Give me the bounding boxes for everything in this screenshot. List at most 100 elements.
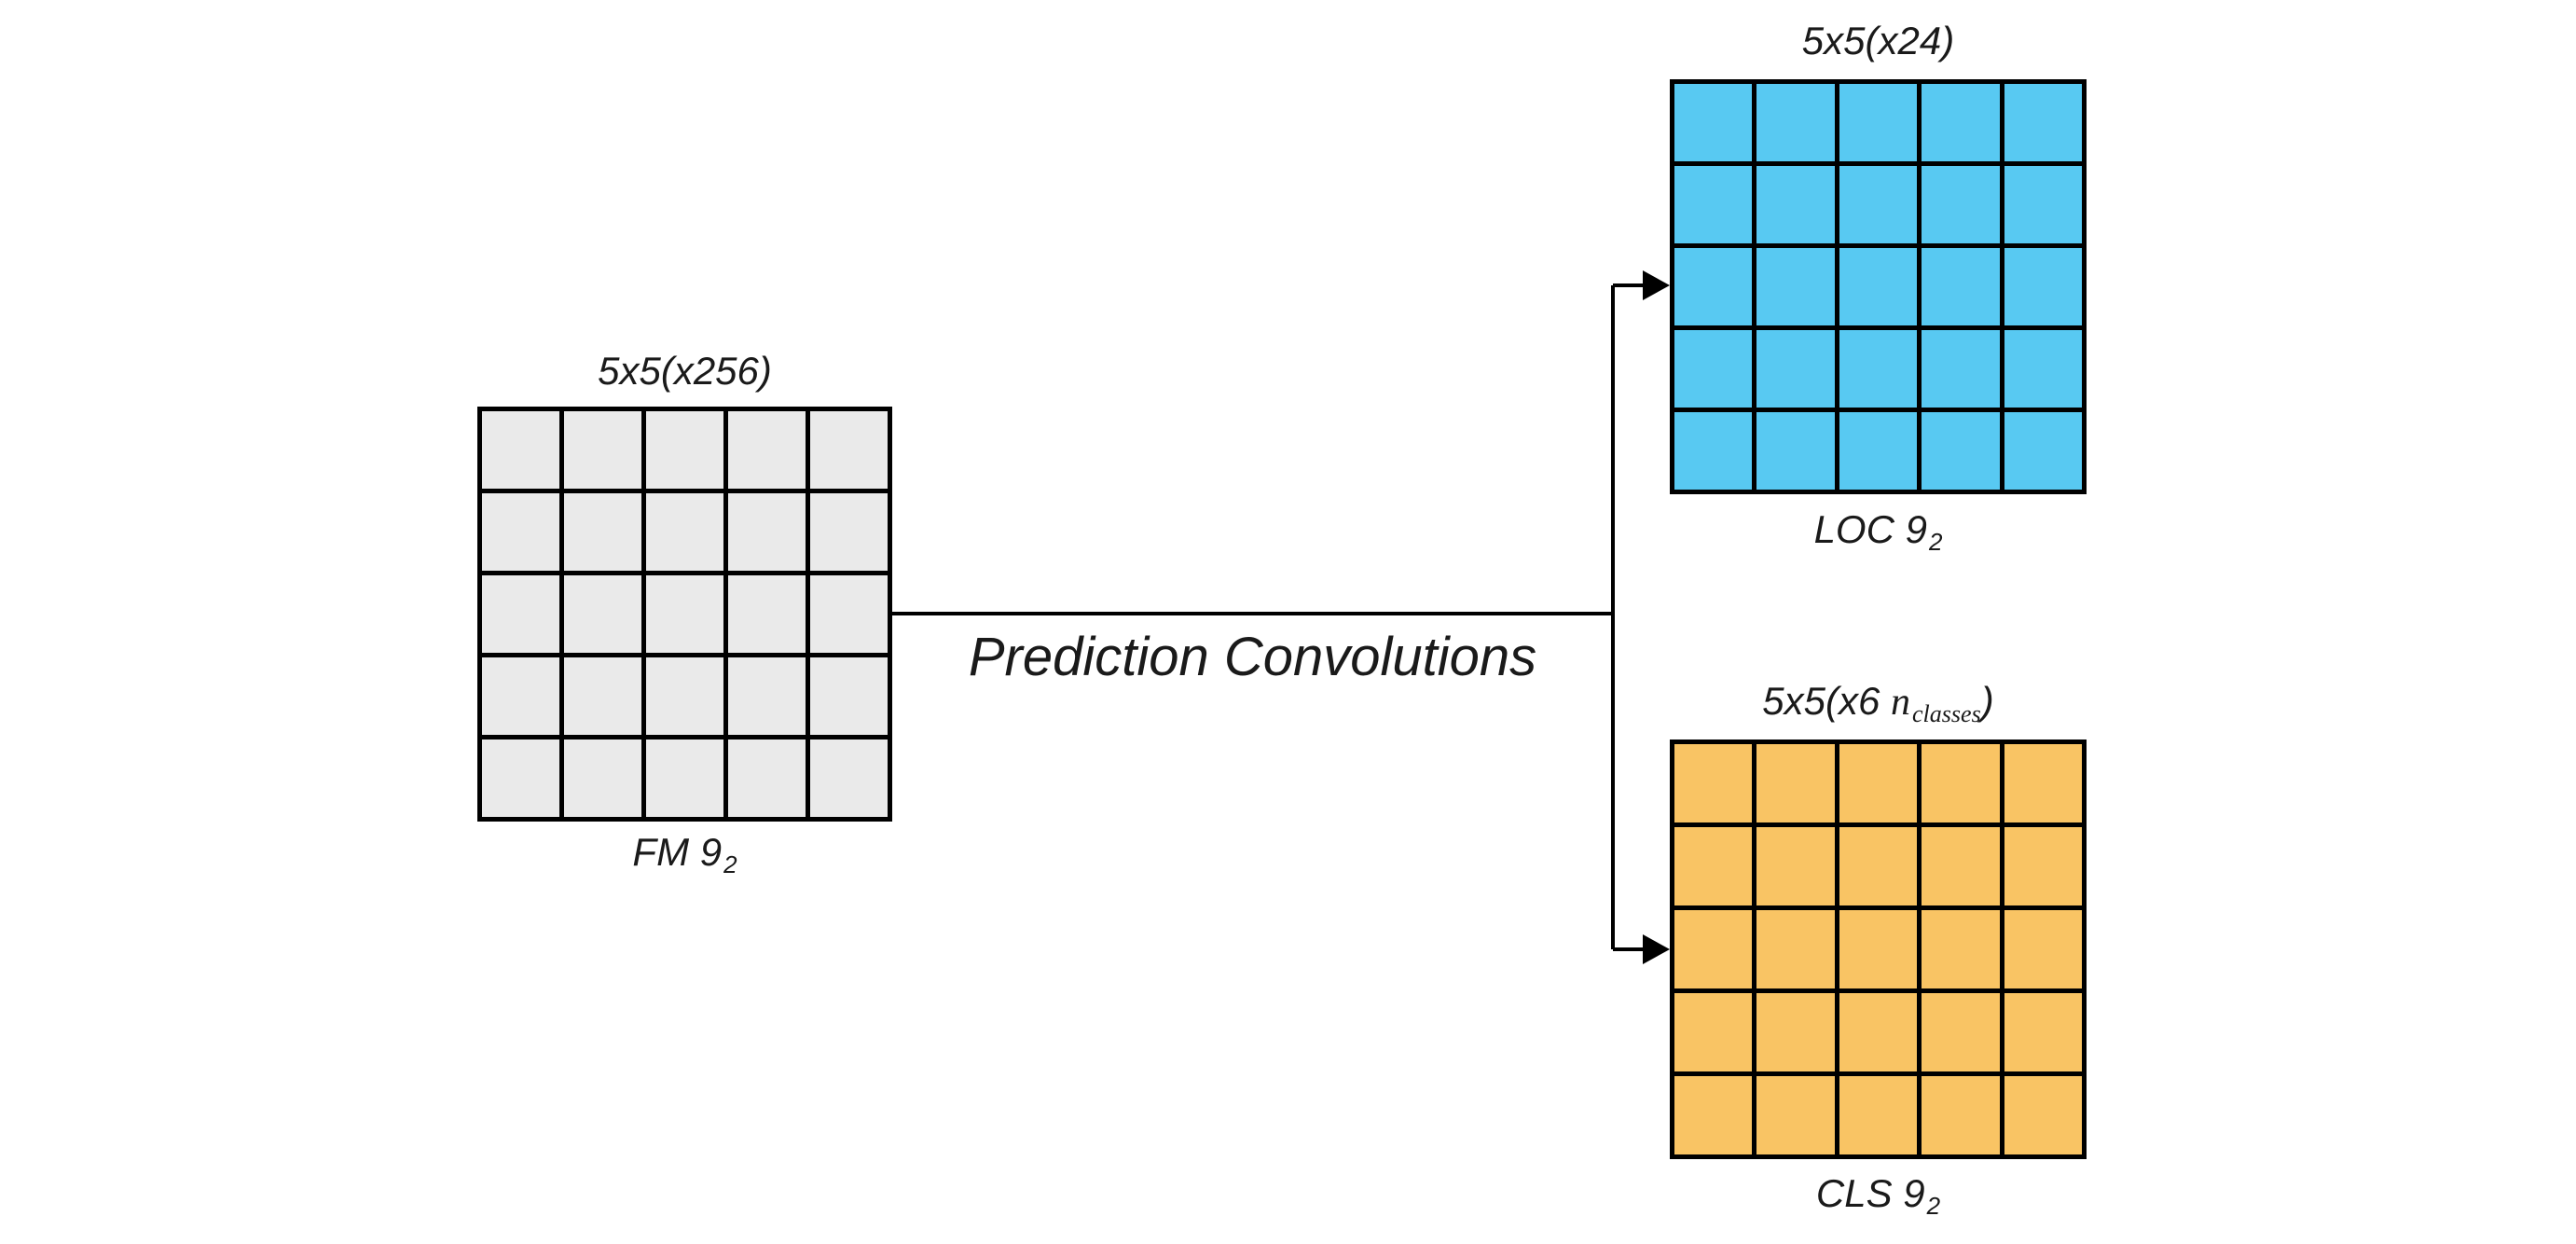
loc-top-label-text: 5x5(x24) bbox=[1801, 19, 1955, 62]
grid-cell bbox=[2004, 166, 2082, 243]
grid-cell bbox=[1756, 744, 1835, 822]
grid-cell bbox=[1922, 827, 2000, 905]
grid-cell bbox=[2004, 827, 2082, 905]
grid-cell bbox=[646, 657, 723, 735]
grid-cell bbox=[1922, 993, 2000, 1071]
grid-cell bbox=[728, 739, 806, 817]
grid-cell bbox=[2004, 412, 2082, 490]
fm-name-subscript: 2 bbox=[723, 850, 737, 879]
grid-cell bbox=[2004, 330, 2082, 408]
grid-cell bbox=[482, 575, 559, 653]
grid-cell bbox=[1839, 412, 1918, 490]
grid-cell bbox=[1756, 827, 1835, 905]
fm-top-label: 5x5(x256) bbox=[477, 347, 892, 395]
grid-cell bbox=[1674, 910, 1753, 988]
grid-cell bbox=[482, 657, 559, 735]
fm-name-text: FM 9 bbox=[632, 830, 723, 874]
grid-cell bbox=[1674, 84, 1753, 161]
grid-cell bbox=[1839, 330, 1918, 408]
grid-cell bbox=[1839, 166, 1918, 243]
loc-name-subscript: 2 bbox=[1928, 528, 1943, 557]
grid-cell bbox=[564, 657, 641, 735]
grid-cell bbox=[1839, 248, 1918, 325]
grid-cell bbox=[1756, 330, 1835, 408]
cls-name-text: CLS 9 bbox=[1815, 1171, 1925, 1215]
grid-cell bbox=[2004, 993, 2082, 1071]
grid-cell bbox=[1756, 993, 1835, 1071]
cls-top-label-variable-subscript: classes bbox=[1911, 700, 1981, 728]
grid-cell bbox=[810, 657, 888, 735]
grid-cell bbox=[1674, 330, 1753, 408]
grid-cell bbox=[564, 575, 641, 653]
grid-cell bbox=[1674, 827, 1753, 905]
grid-cell bbox=[1922, 1076, 2000, 1154]
fm-feature-map-grid bbox=[477, 407, 892, 822]
loc-prediction-grid bbox=[1670, 79, 2087, 494]
grid-cell bbox=[1922, 84, 2000, 161]
grid-cell bbox=[810, 739, 888, 817]
grid-cell bbox=[1922, 166, 2000, 243]
grid-cell bbox=[1756, 910, 1835, 988]
fm-top-label-text: 5x5(x256) bbox=[598, 349, 772, 393]
loc-top-label: 5x5(x24) bbox=[1670, 17, 2087, 65]
grid-cell bbox=[1674, 248, 1753, 325]
grid-cell bbox=[1839, 84, 1918, 161]
grid-cell bbox=[1922, 910, 2000, 988]
grid-cell bbox=[810, 493, 888, 571]
grid-cell bbox=[1922, 744, 2000, 822]
arrowhead-loc-icon bbox=[1643, 270, 1670, 300]
grid-cell bbox=[482, 411, 559, 489]
cls-top-label: 5x5(x6 nclasses) bbox=[1670, 677, 2087, 731]
grid-cell bbox=[564, 739, 641, 817]
grid-cell bbox=[2004, 1076, 2082, 1154]
grid-cell bbox=[728, 575, 806, 653]
grid-cell bbox=[1839, 744, 1918, 822]
grid-cell bbox=[1674, 1076, 1753, 1154]
grid-cell bbox=[2004, 910, 2082, 988]
arrowhead-cls-icon bbox=[1643, 934, 1670, 964]
cls-bottom-label: CLS 92 bbox=[1670, 1169, 2087, 1223]
grid-cell bbox=[1674, 993, 1753, 1071]
grid-cell bbox=[1839, 827, 1918, 905]
grid-cell bbox=[1756, 1076, 1835, 1154]
grid-cell bbox=[1756, 248, 1835, 325]
grid-cell bbox=[646, 739, 723, 817]
grid-cell bbox=[810, 575, 888, 653]
grid-cell bbox=[728, 657, 806, 735]
grid-cell bbox=[1674, 166, 1753, 243]
grid-cell bbox=[728, 493, 806, 571]
cls-top-label-variable: n bbox=[1890, 681, 1910, 724]
cls-name-subscript: 2 bbox=[1926, 1192, 1941, 1221]
grid-cell bbox=[646, 575, 723, 653]
grid-cell bbox=[2004, 248, 2082, 325]
grid-cell bbox=[1922, 412, 2000, 490]
grid-cell bbox=[1922, 330, 2000, 408]
grid-cell bbox=[1839, 993, 1918, 1071]
grid-cell bbox=[1839, 910, 1918, 988]
grid-cell bbox=[728, 411, 806, 489]
grid-cell bbox=[1674, 412, 1753, 490]
cls-top-label-post-text: ) bbox=[1980, 679, 1994, 723]
grid-cell bbox=[1756, 84, 1835, 161]
grid-cell bbox=[564, 411, 641, 489]
prediction-convolutions-label: Prediction Convolutions bbox=[968, 627, 1537, 687]
cls-top-label-pre-text: 5x5(x6 bbox=[1762, 679, 1891, 723]
grid-cell bbox=[646, 411, 723, 489]
grid-cell bbox=[482, 739, 559, 817]
loc-name-text: LOC 9 bbox=[1813, 507, 1927, 551]
loc-bottom-label: LOC 92 bbox=[1670, 505, 2087, 559]
grid-cell bbox=[1674, 744, 1753, 822]
fm-bottom-label: FM 92 bbox=[477, 828, 892, 881]
grid-cell bbox=[1922, 248, 2000, 325]
grid-cell bbox=[1756, 412, 1835, 490]
grid-cell bbox=[1756, 166, 1835, 243]
grid-cell bbox=[646, 493, 723, 571]
grid-cell bbox=[1839, 1076, 1918, 1154]
grid-cell bbox=[810, 411, 888, 489]
grid-cell bbox=[2004, 84, 2082, 161]
grid-cell bbox=[564, 493, 641, 571]
cls-prediction-grid bbox=[1670, 739, 2087, 1159]
grid-cell bbox=[482, 493, 559, 571]
